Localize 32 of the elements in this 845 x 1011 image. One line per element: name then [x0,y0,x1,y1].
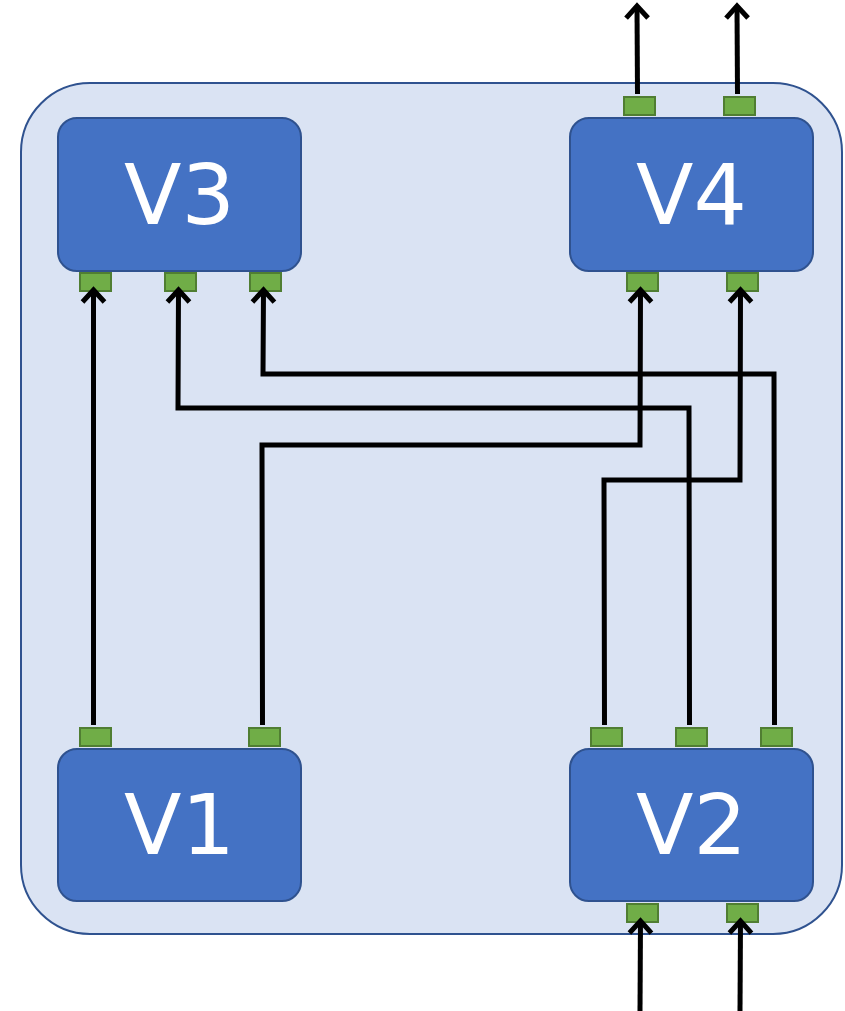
node-label: V2 [636,783,747,867]
port-square [760,727,793,747]
process-box [57,748,302,902]
port-square [723,96,756,116]
arrow [723,3,751,94]
arrow [80,287,107,725]
port-square [626,272,659,292]
port-square [590,727,623,747]
arrow [259,287,654,725]
arrow [623,3,651,94]
port-square [675,727,708,747]
arrow [726,918,754,1011]
node-label: V3 [124,152,235,237]
process-box [569,117,814,272]
arrow [249,287,777,725]
port-square [79,272,112,292]
port-square [626,903,659,923]
port-square [623,96,656,116]
node-label: V4 [636,152,747,237]
arrow [164,287,692,725]
arrow [626,918,654,1011]
port-square [249,272,282,292]
process-box [569,748,814,902]
port-square [164,272,197,292]
port-square [726,272,759,292]
port-square [726,903,759,923]
port-square [79,727,112,747]
process-box [57,117,302,272]
node-label: V1 [124,783,235,867]
container-panel [20,82,843,935]
port-square [248,727,281,747]
arrow [601,287,754,725]
